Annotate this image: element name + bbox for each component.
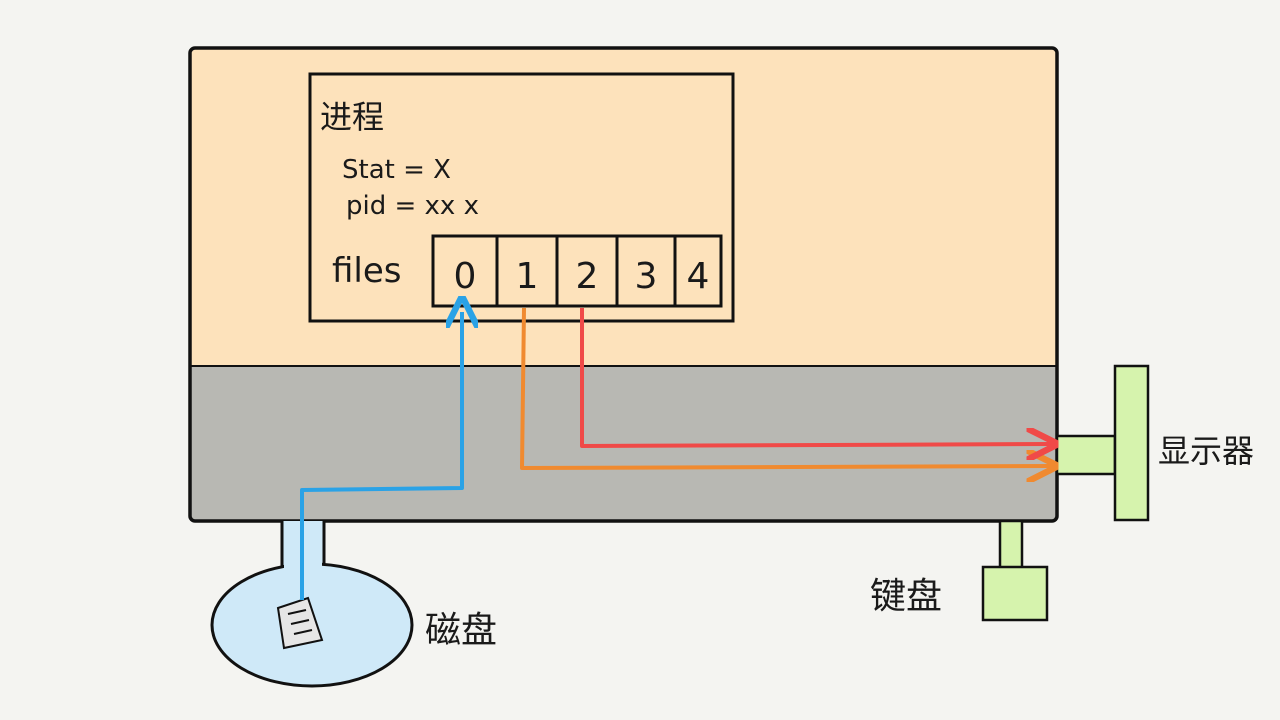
monitor-neck bbox=[1055, 434, 1117, 476]
keyboard-device bbox=[981, 519, 1049, 622]
keyboard-neck bbox=[998, 519, 1024, 571]
disk-device bbox=[210, 521, 414, 688]
stderr-line bbox=[580, 308, 1052, 446]
monitor-body bbox=[1113, 364, 1150, 522]
file-icon bbox=[276, 596, 324, 650]
machine-border bbox=[188, 46, 1059, 523]
fd-slot-1: 1 bbox=[516, 256, 539, 297]
stdin-line bbox=[300, 312, 462, 600]
disk-label: 磁盘 bbox=[425, 610, 497, 651]
monitor-label: 显示器 bbox=[1158, 432, 1254, 470]
fd-slot-2: 2 bbox=[576, 256, 599, 297]
fd-slot-4: 4 bbox=[687, 256, 710, 297]
fd-slot-0: 0 bbox=[454, 256, 477, 297]
process-stat: Stat = X bbox=[342, 155, 451, 185]
process-pid: pid = xx x bbox=[346, 191, 479, 221]
fd-table-border bbox=[431, 234, 723, 308]
keyboard-body bbox=[981, 565, 1049, 622]
fd-table: 0 1 2 3 4 bbox=[431, 234, 723, 308]
process-box bbox=[308, 72, 735, 323]
process-title: 进程 bbox=[320, 98, 384, 136]
stdout-line bbox=[520, 307, 1052, 468]
keyboard-label: 键盘 bbox=[870, 576, 942, 617]
process-region bbox=[190, 48, 1057, 368]
fd-slot-3: 3 bbox=[635, 256, 658, 297]
files-label: files bbox=[332, 251, 402, 291]
monitor-device bbox=[1055, 364, 1150, 522]
